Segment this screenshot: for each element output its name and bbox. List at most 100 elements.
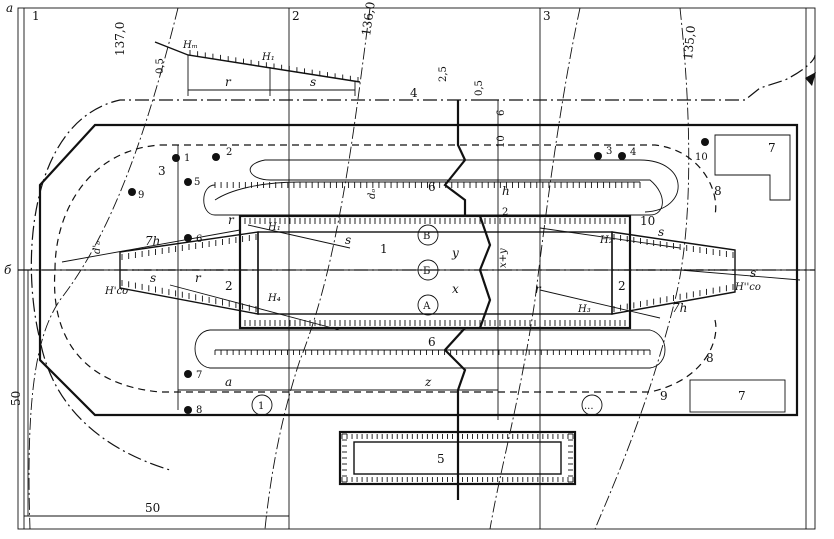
label-h1: H₁ xyxy=(267,222,281,233)
outlet-basin xyxy=(338,430,577,486)
callout-9: 9 xyxy=(660,389,668,403)
label-hco-left: H'cо xyxy=(104,286,128,297)
callout-7b: 7 xyxy=(738,389,746,403)
central-cell-inner xyxy=(257,231,613,315)
left-wedge xyxy=(119,231,259,315)
drain-label: 4 xyxy=(410,86,418,100)
label-two: 2 xyxy=(502,207,508,218)
well-marker xyxy=(172,154,180,162)
slope-h-right: H₁ xyxy=(261,52,275,63)
col-label-3: 3 xyxy=(543,9,551,23)
label-s-top: s xyxy=(345,233,351,247)
marker-10: 10 xyxy=(695,152,708,163)
row-circle-A xyxy=(417,294,439,316)
r-line-left xyxy=(61,229,241,263)
marker-2: 2 xyxy=(226,147,232,158)
label-z: z xyxy=(424,375,432,389)
label-y: y xyxy=(451,246,459,260)
label-d-left: d'ₒ xyxy=(92,241,103,254)
s-line-right xyxy=(539,227,681,249)
marker-9: 9 xyxy=(138,190,144,201)
label-s-far: s xyxy=(750,266,756,280)
marker-8: 8 xyxy=(196,405,202,416)
contour-mid xyxy=(489,7,581,530)
dim-6: 6 xyxy=(496,110,507,116)
circle-left xyxy=(251,394,273,416)
label-a: a xyxy=(225,375,232,389)
callout-8a: 8 xyxy=(714,184,722,198)
s-line-left xyxy=(169,284,341,331)
corner-label: а xyxy=(6,1,13,15)
marker-3: 3 xyxy=(606,146,612,157)
cell-left-label: 2 xyxy=(225,279,233,293)
slope-height: 0,5 xyxy=(155,58,166,74)
r-line-right xyxy=(539,289,661,319)
circle-right-text: ... xyxy=(584,401,594,412)
slope-hatching xyxy=(121,50,734,483)
lower-road-outline xyxy=(194,329,666,369)
upper-road-outline xyxy=(203,159,679,216)
label-r-right: r xyxy=(535,282,542,296)
well-marker xyxy=(184,406,192,414)
label-hco-right: H''cо xyxy=(734,282,761,293)
label-s-right: s xyxy=(658,225,664,239)
collector-main xyxy=(443,100,492,500)
well-marker xyxy=(701,138,709,146)
label-r-left: r xyxy=(195,271,202,285)
marker-5: 5 xyxy=(194,177,200,188)
dim-2-5: 2,5 xyxy=(438,66,449,82)
label-7h-right: 7h xyxy=(672,301,687,315)
well-marker xyxy=(212,153,220,161)
cell-main-label: 1 xyxy=(380,242,388,256)
upper-road-centerline xyxy=(214,181,640,201)
label-s-left: s xyxy=(150,271,156,285)
callout-3: 3 xyxy=(158,164,166,178)
central-cell xyxy=(238,214,632,330)
cell-right-label: 2 xyxy=(618,279,626,293)
upper-road-label: 6 xyxy=(428,180,436,194)
label-d-mid: dₒ xyxy=(367,189,378,199)
contour-label-137: 137,0 xyxy=(113,22,127,56)
label-h4: H₄ xyxy=(267,293,281,304)
drain-arrow xyxy=(805,72,816,86)
s-line-top xyxy=(247,224,351,249)
wells xyxy=(128,138,709,414)
row-circle-Б xyxy=(417,259,439,281)
slope-s: s xyxy=(310,75,316,89)
well-marker xyxy=(184,234,192,242)
marker-7: 7 xyxy=(196,370,202,381)
label-xy: x+y xyxy=(498,248,509,268)
slope-h-left: Hₘ xyxy=(182,40,198,51)
callout-8b: 8 xyxy=(706,351,714,365)
drain-ditch-left xyxy=(30,99,485,471)
drain-ditch-right xyxy=(485,54,816,101)
contour-135 xyxy=(594,7,690,530)
col-label-1: 1 xyxy=(32,9,40,23)
label-7h-left: 7h xyxy=(145,234,160,248)
well-marker xyxy=(184,370,192,378)
slope-r: r xyxy=(225,75,232,89)
rs-line-far-right xyxy=(679,269,801,281)
dim-0-5: 0,5 xyxy=(474,80,485,96)
right-wedge xyxy=(611,231,736,315)
well-marker xyxy=(128,188,136,196)
drawing-frame xyxy=(17,7,816,530)
circle-right xyxy=(581,394,603,416)
row-B-text: В xyxy=(423,231,430,242)
row-Б-text: Б xyxy=(423,266,430,277)
callout-7a: 7 xyxy=(768,141,776,155)
grid-dim-h: 50 xyxy=(145,501,160,515)
contour-label-136: 136,0 xyxy=(359,1,378,37)
grid-dim-v: 50 xyxy=(9,391,23,406)
outlet-basin-inner xyxy=(353,441,562,475)
well-marker xyxy=(184,178,192,186)
label-x: x xyxy=(452,282,459,296)
outer-fence xyxy=(38,123,799,417)
row-A-text: А xyxy=(423,301,431,312)
inner-boundary xyxy=(53,144,717,393)
row-label: б xyxy=(4,263,12,277)
marker-4: 4 xyxy=(630,147,636,158)
well-marker xyxy=(594,152,602,160)
